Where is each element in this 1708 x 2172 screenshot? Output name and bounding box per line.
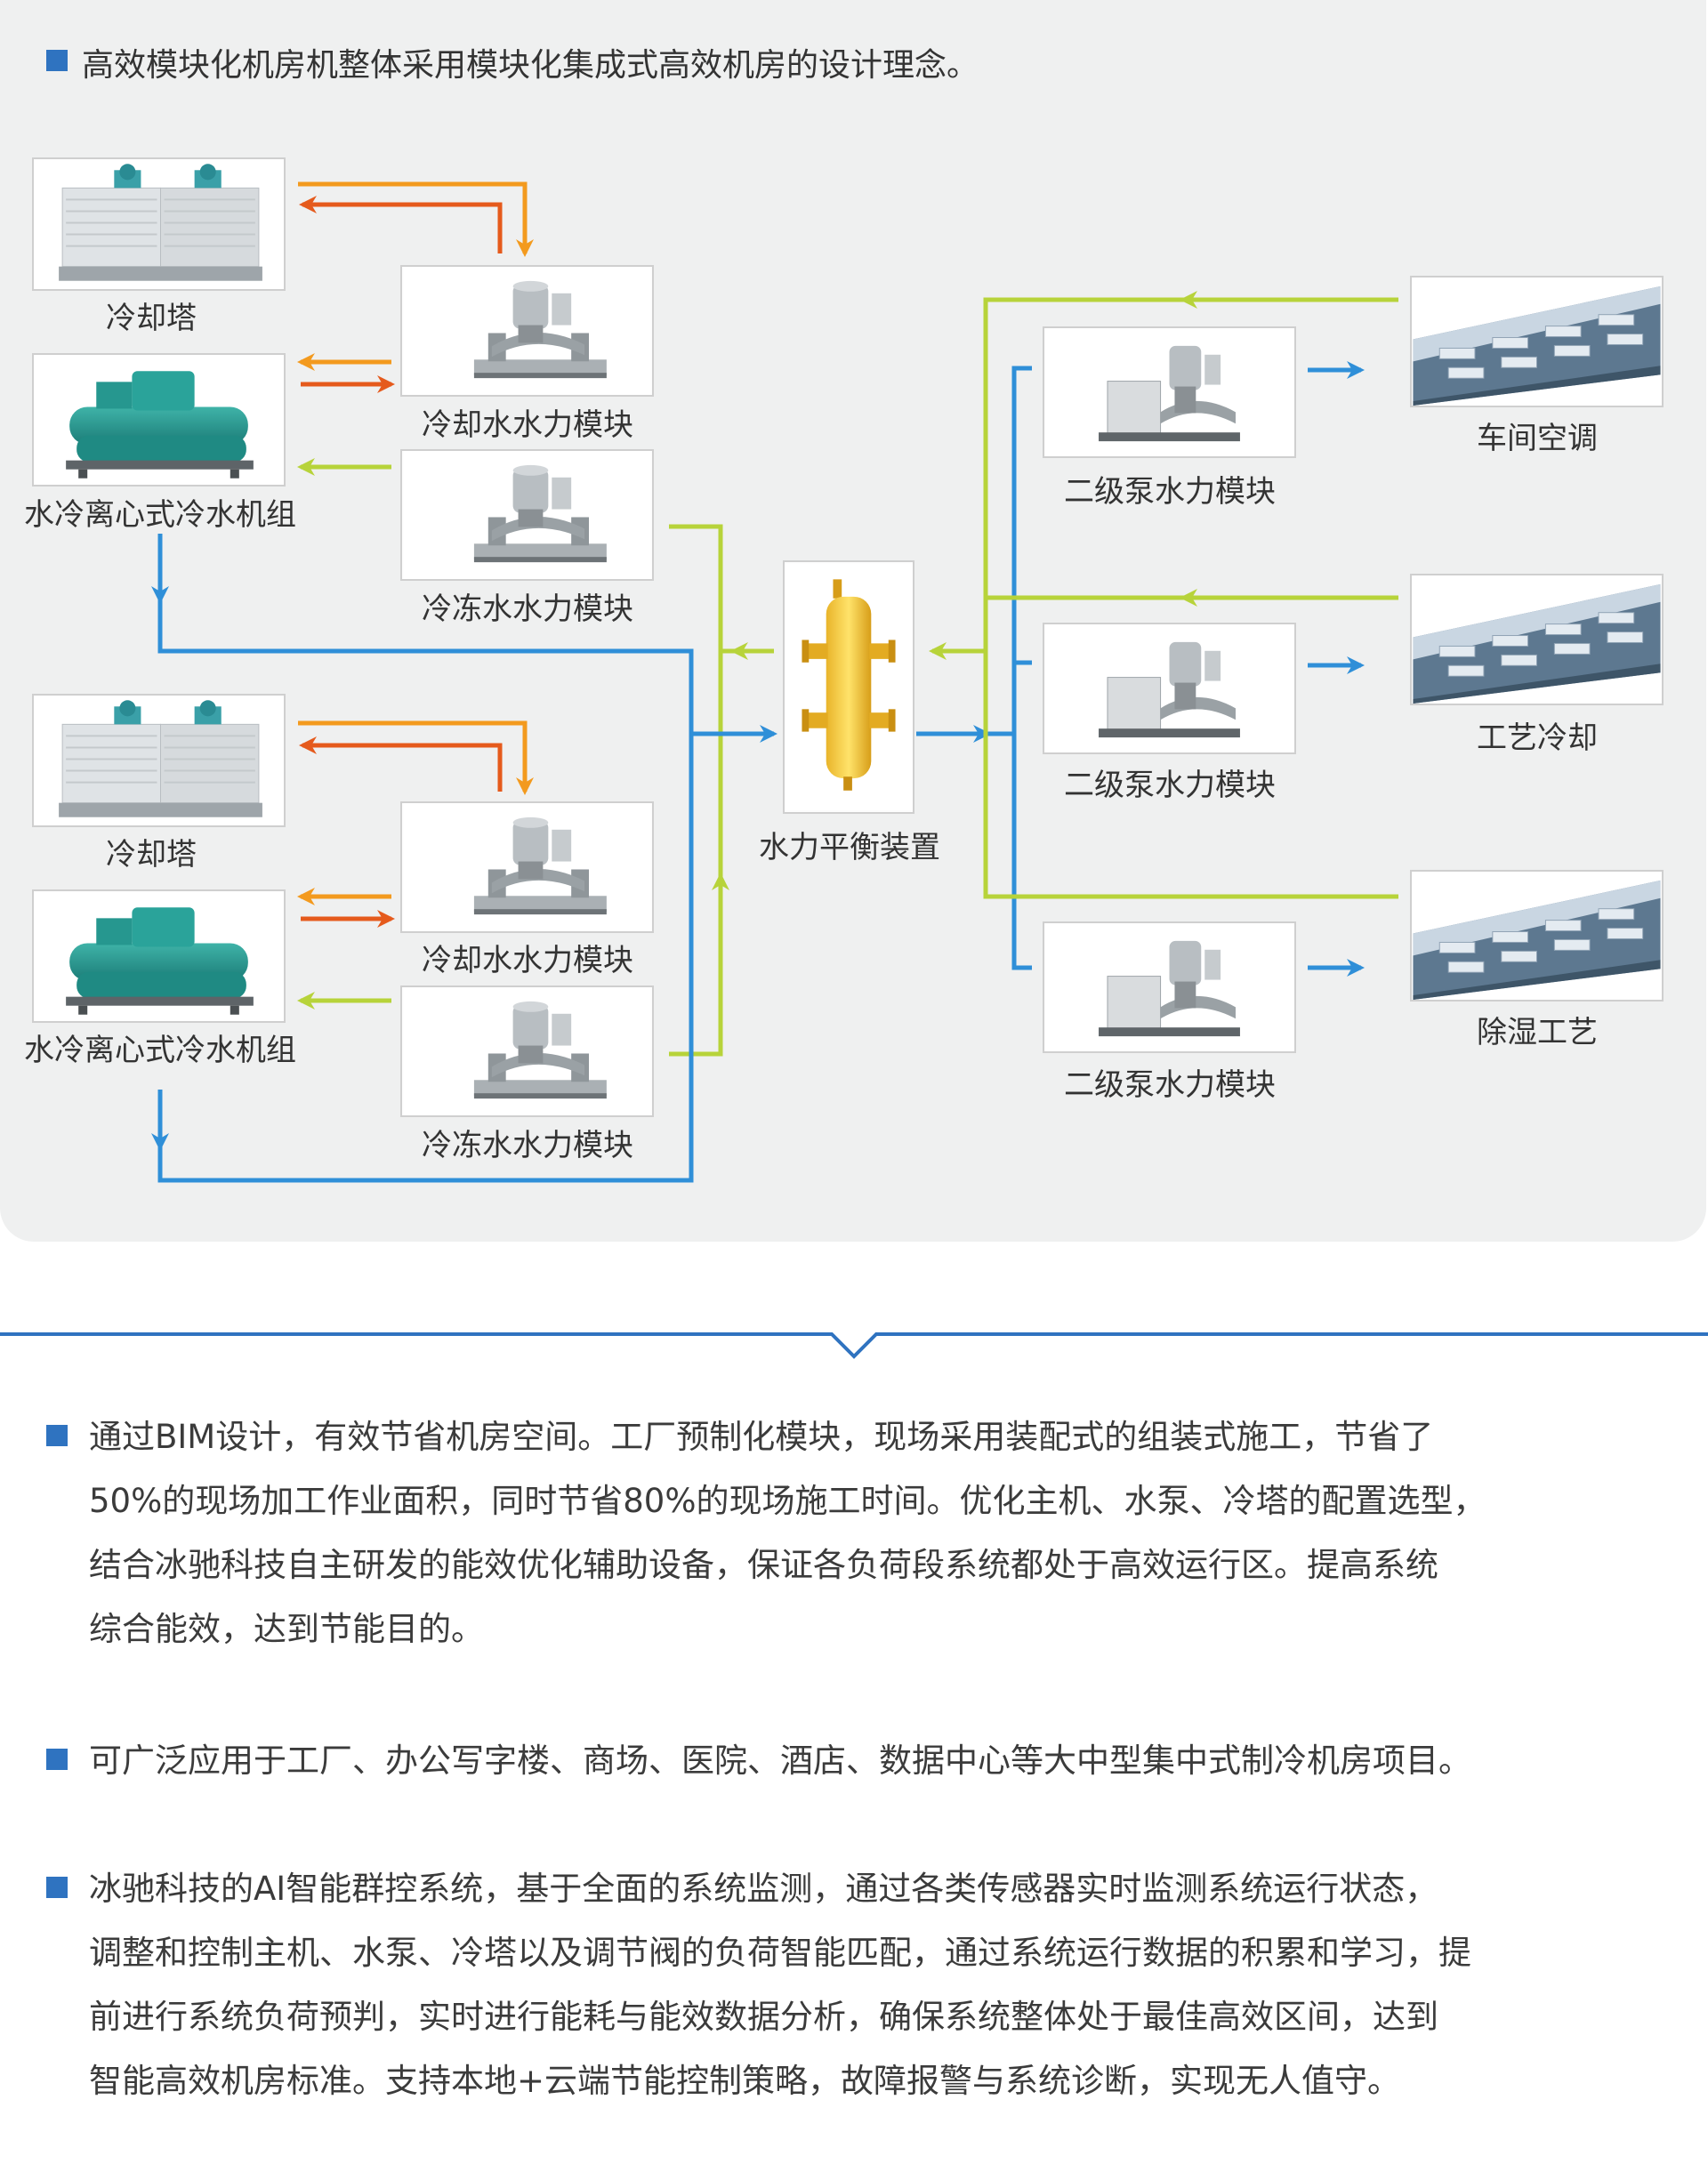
chilled-water-module-label: 冷冻水水力模块: [422, 591, 633, 627]
paragraph-ai-control: 冰驰科技的AI智能群控系统，基于全面的系统监测，通过各类传感器实时监测系统运行状…: [89, 1857, 1655, 2113]
dehumid-process-image: [1410, 870, 1664, 1002]
bullet-square: [46, 1877, 68, 1898]
paragraph-line: 冰驰科技的AI智能群控系统，基于全面的系统监测，通过各类传感器实时监测系统运行状…: [89, 1870, 1438, 1908]
workshop-ac-label: 车间空调: [1477, 421, 1598, 456]
bullet-square: [46, 1749, 68, 1770]
cooling-tower-label: 冷却塔: [106, 837, 197, 873]
flow-arrow: [298, 720, 534, 795]
cooling-water-module-image: [400, 801, 654, 933]
balance-device-image: [783, 560, 914, 814]
secondary-pump-image: [1043, 326, 1296, 458]
cooling-water-module-image: [400, 265, 654, 397]
flow-arrow: [299, 736, 503, 792]
paragraph-line: 调整和控制主机、水泵、冷塔以及调节阀的负荷智能匹配，通过系统运行数据的积累和学习…: [89, 1934, 1471, 1972]
flow-arrow: [299, 196, 503, 253]
process-cooling-image: [1410, 574, 1664, 705]
secondary-pump-label: 二级泵水力模块: [1064, 1067, 1276, 1103]
chiller-image: [32, 353, 286, 487]
paragraph-line: 综合能效，达到节能目的。: [89, 1610, 484, 1648]
paragraph-line: 智能高效机房标准。支持本地+云端节能控制策略，故障报警与系统诊断，实现无人值守。: [89, 2062, 1400, 2100]
workshop-ac-image: [1410, 276, 1664, 407]
diagram-heading: 高效模块化机房机整体采用模块化集成式高效机房的设计理念。: [82, 47, 979, 84]
cooling-tower-label: 冷却塔: [106, 301, 197, 336]
cooling-water-module-label: 冷却水水力模块: [422, 407, 633, 443]
paragraph-line: 可广泛应用于工厂、办公写字楼、商场、医院、酒店、数据中心等大中型集中式制冷机房项…: [89, 1742, 1471, 1780]
paragraph-line: 通过BIM设计，有效节省机房空间。工厂预制化模块，现场采用装配式的组装式施工，节…: [89, 1418, 1434, 1456]
chiller-image: [32, 889, 286, 1023]
secondary-pump-image: [1043, 623, 1296, 754]
flow-lines: [151, 181, 1398, 1183]
chilled-water-module-image: [400, 985, 654, 1117]
process-cooling-label: 工艺冷却: [1477, 720, 1598, 756]
cooling-water-module-label: 冷却水水力模块: [422, 943, 633, 978]
balance-device-label: 水力平衡装置: [759, 830, 940, 865]
chiller-label: 水冷离心式冷水机组: [24, 497, 296, 533]
secondary-pump-image: [1043, 921, 1296, 1053]
cooling-tower-image: [32, 157, 286, 291]
section-divider: [0, 1332, 1708, 1359]
paragraph-line: 结合冰驰科技自主研发的能效优化辅助设备，保证各负荷段系统都处于高效运行区。提高系…: [89, 1546, 1438, 1584]
bullet-square: [46, 1425, 68, 1446]
paragraph-applications: 可广泛应用于工厂、办公写字楼、商场、医院、酒店、数据中心等大中型集中式制冷机房项…: [89, 1729, 1655, 1793]
paragraph-bim: 通过BIM设计，有效节省机房空间。工厂预制化模块，现场采用装配式的组装式施工，节…: [89, 1405, 1655, 1661]
chilled-water-module-label: 冷冻水水力模块: [422, 1128, 633, 1163]
dehumid-process-label: 除湿工艺: [1477, 1015, 1598, 1050]
paragraph-line: 50%的现场加工作业面积，同时节省80%的现场施工时间。优化主机、水泵、冷塔的配…: [89, 1482, 1486, 1520]
chiller-label: 水冷离心式冷水机组: [24, 1033, 296, 1068]
flow-arrow: [298, 181, 534, 257]
secondary-pump-label: 二级泵水力模块: [1064, 768, 1276, 803]
secondary-pump-label: 二级泵水力模块: [1064, 474, 1276, 510]
chilled-water-module-image: [400, 449, 654, 581]
paragraph-line: 前进行系统负荷预判，实时进行能耗与能效数据分析，确保系统整体处于最佳高效区间，达…: [89, 1998, 1438, 2036]
cooling-tower-image: [32, 694, 286, 827]
bullet-square: [46, 50, 68, 71]
